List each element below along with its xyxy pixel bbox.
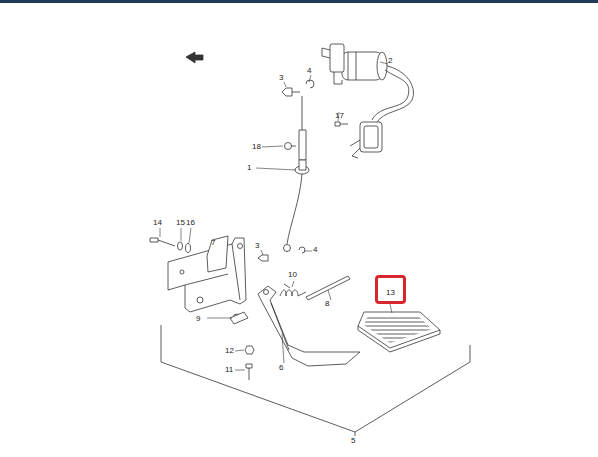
bolt-washers xyxy=(150,238,191,253)
small-parts xyxy=(282,80,348,150)
assembly-bracket xyxy=(161,325,470,432)
callout-number: 7 xyxy=(211,238,215,247)
callout-number: 2 xyxy=(388,56,392,65)
callout-number: 12 xyxy=(225,346,234,355)
pin xyxy=(258,255,268,261)
callout-number: 1 xyxy=(247,163,251,172)
callout-number: 8 xyxy=(325,299,329,308)
callout-number: 10 xyxy=(288,270,297,279)
callout-number: 4 xyxy=(307,66,311,75)
return-spring xyxy=(280,290,298,296)
shaft-pin xyxy=(306,276,350,300)
highlight-box: 13 xyxy=(375,275,406,304)
nut xyxy=(245,346,254,354)
accelerator-cable xyxy=(284,96,310,253)
pedal-pad-cover xyxy=(358,312,440,352)
callout-number: 4 xyxy=(313,245,317,254)
callout-number: 3 xyxy=(255,241,259,250)
callout-number: 5 xyxy=(351,436,355,445)
bolt xyxy=(246,364,252,380)
callout-number: 14 xyxy=(153,218,162,227)
callout-number: 6 xyxy=(279,363,283,372)
actuator xyxy=(322,44,413,158)
callout-number: 13 xyxy=(378,288,403,297)
header-bar xyxy=(0,0,598,3)
callout-number: 16 xyxy=(186,218,195,227)
callout-number: 15 xyxy=(176,218,185,227)
callout-number: 3 xyxy=(279,73,283,82)
pedal-bracket xyxy=(168,236,246,322)
callout-number: 9 xyxy=(196,314,200,323)
front-arrow xyxy=(186,52,203,63)
pedal-arm xyxy=(230,286,360,366)
callout-number: 17 xyxy=(335,111,344,120)
callout-number: 18 xyxy=(252,142,261,151)
callout-number: 11 xyxy=(225,365,233,374)
leader-lines xyxy=(160,62,392,370)
